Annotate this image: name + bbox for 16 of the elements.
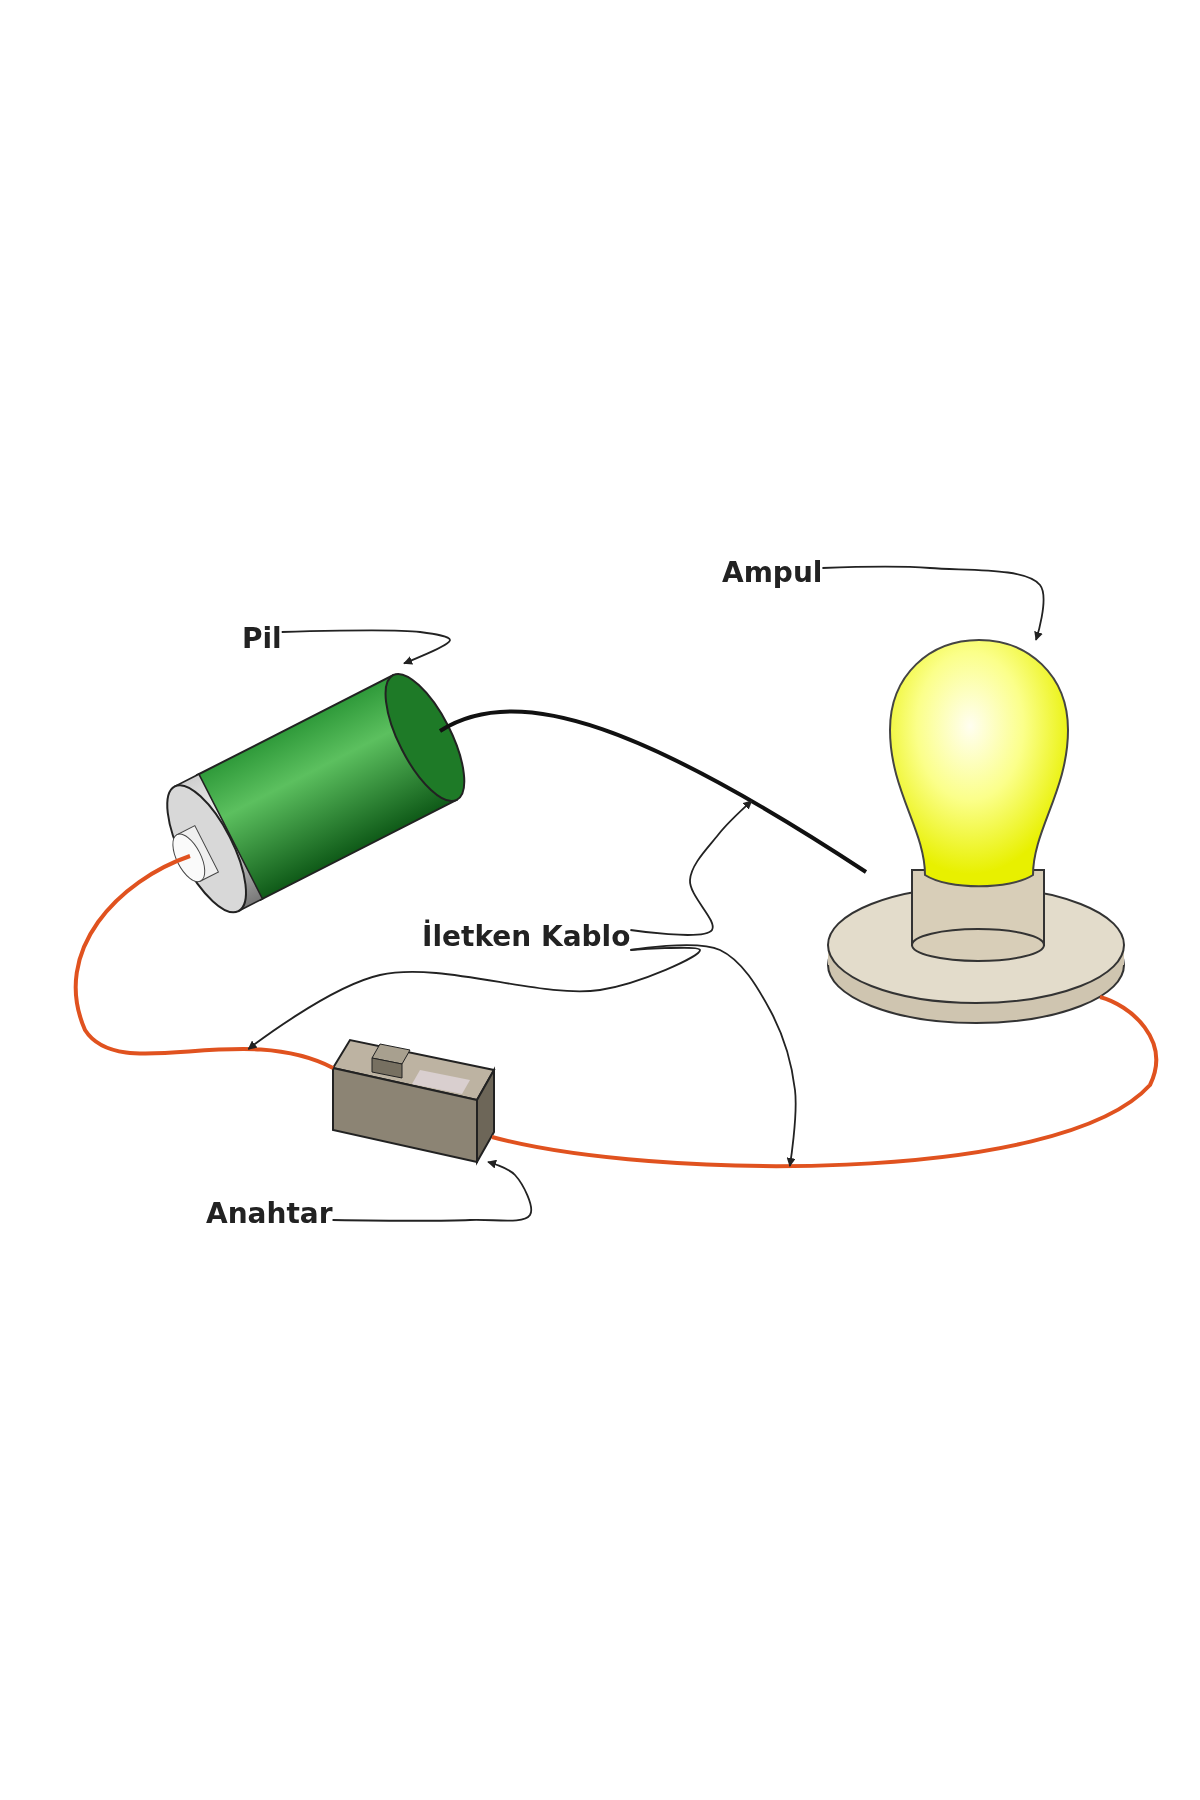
leader-arrow <box>821 565 1045 641</box>
switch-drawing <box>331 1038 496 1166</box>
leader-arrow <box>247 947 701 1050</box>
light-bulb-drawing <box>827 639 1125 1024</box>
part-label: Anahtar <box>206 1197 333 1231</box>
leader-arrow <box>629 944 797 1167</box>
leader-arrow <box>331 1159 533 1222</box>
wire <box>73 854 334 1070</box>
battery-drawing <box>166 673 466 914</box>
leader-arrow <box>629 800 753 936</box>
part-label: Ampul <box>722 556 823 590</box>
wire <box>491 995 1158 1169</box>
part-label: Pil <box>242 622 282 656</box>
leader-arrow <box>280 629 451 665</box>
part-label: İletken Kablo <box>422 920 631 954</box>
wire <box>439 709 868 874</box>
